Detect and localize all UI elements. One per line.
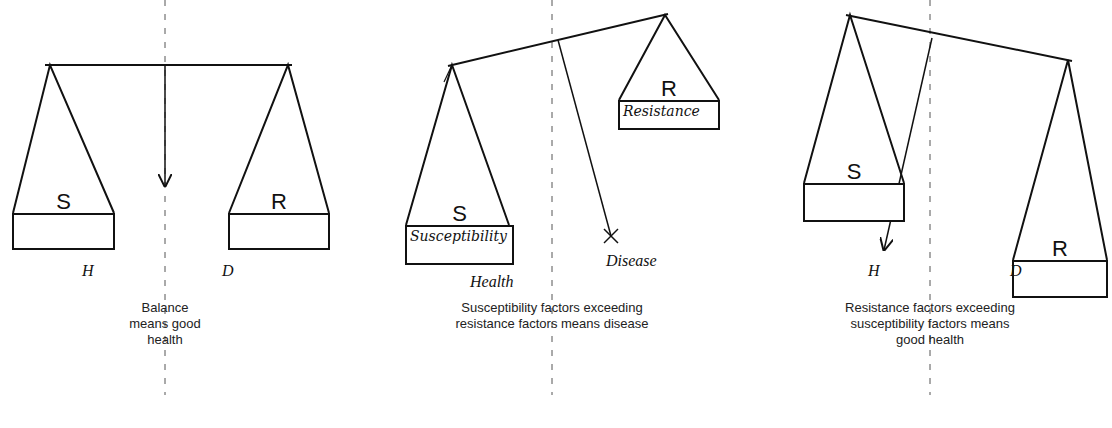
scale-pan: R [1012, 260, 1108, 298]
pan-letter: R [271, 190, 287, 214]
scale-pan: S [12, 213, 115, 250]
side-label: D [1010, 262, 1022, 280]
pan-label: Susceptibility [407, 227, 510, 245]
pan-letter: R [1052, 237, 1068, 261]
side-label: H [868, 262, 880, 280]
caption-text: Resistance factors exceeding susceptibil… [835, 300, 1025, 348]
center-lines [165, 0, 930, 395]
scale-one [13, 65, 329, 213]
pan-letter: S [56, 190, 71, 214]
side-label: D [222, 262, 234, 280]
pan-letter: S [847, 160, 862, 184]
scale-pan: SSusceptibility [405, 225, 514, 265]
pan-letter: S [452, 202, 467, 226]
caption-text: Susceptibility factors exceeding resista… [452, 300, 652, 332]
side-label: Health [470, 273, 514, 291]
pan-letter: R [661, 77, 677, 101]
scale-pan: RResistance [618, 100, 720, 130]
side-label: H [82, 262, 94, 280]
caption-text: Balance means good health [127, 300, 203, 348]
scale-pan: S [803, 183, 905, 222]
pan-label: Resistance [620, 102, 703, 120]
side-label: Disease [606, 252, 657, 270]
scale-two [406, 14, 719, 243]
scale-pan: R [228, 213, 330, 250]
scale-three [804, 15, 1107, 260]
